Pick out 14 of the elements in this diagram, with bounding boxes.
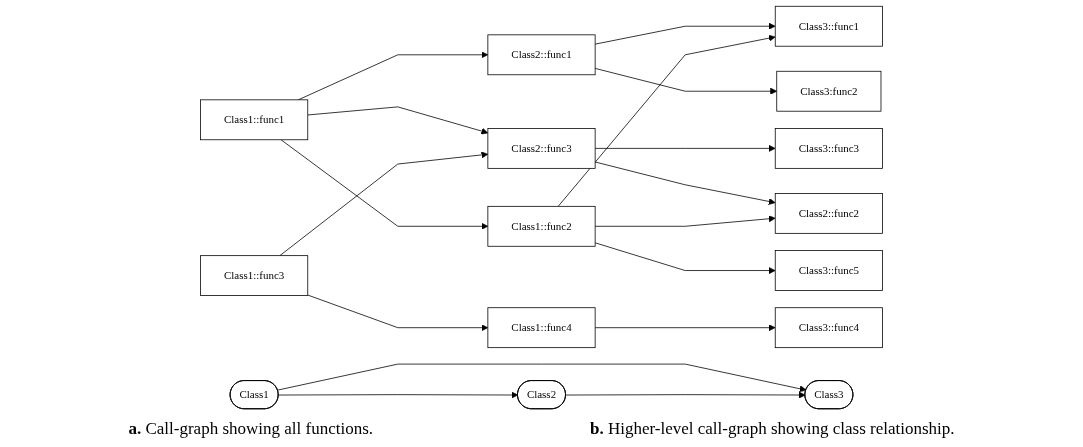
node-box: Class2::func3 <box>487 128 596 169</box>
figure-caption: a. Call-graph showing all functions. <box>128 419 374 439</box>
node-box: Class2::func1 <box>487 34 596 76</box>
node-box: Class3::func5 <box>774 250 883 291</box>
figure-caption: b. Higher-level call-graph showing class relationship. <box>589 419 955 439</box>
node-box: Class1::func1 <box>200 99 309 141</box>
node-box: Class3:func2 <box>776 70 882 112</box>
node-box: Class3::func4 <box>774 307 883 349</box>
node-box: Class3::func1 <box>774 5 883 47</box>
node-box: Class3::func3 <box>774 128 883 169</box>
node-box: Class1::func2 <box>487 205 596 247</box>
node-box: Class1::func3 <box>200 255 309 296</box>
node-box: Class2::func2 <box>774 193 883 234</box>
node-box: Class1::func4 <box>487 307 596 349</box>
